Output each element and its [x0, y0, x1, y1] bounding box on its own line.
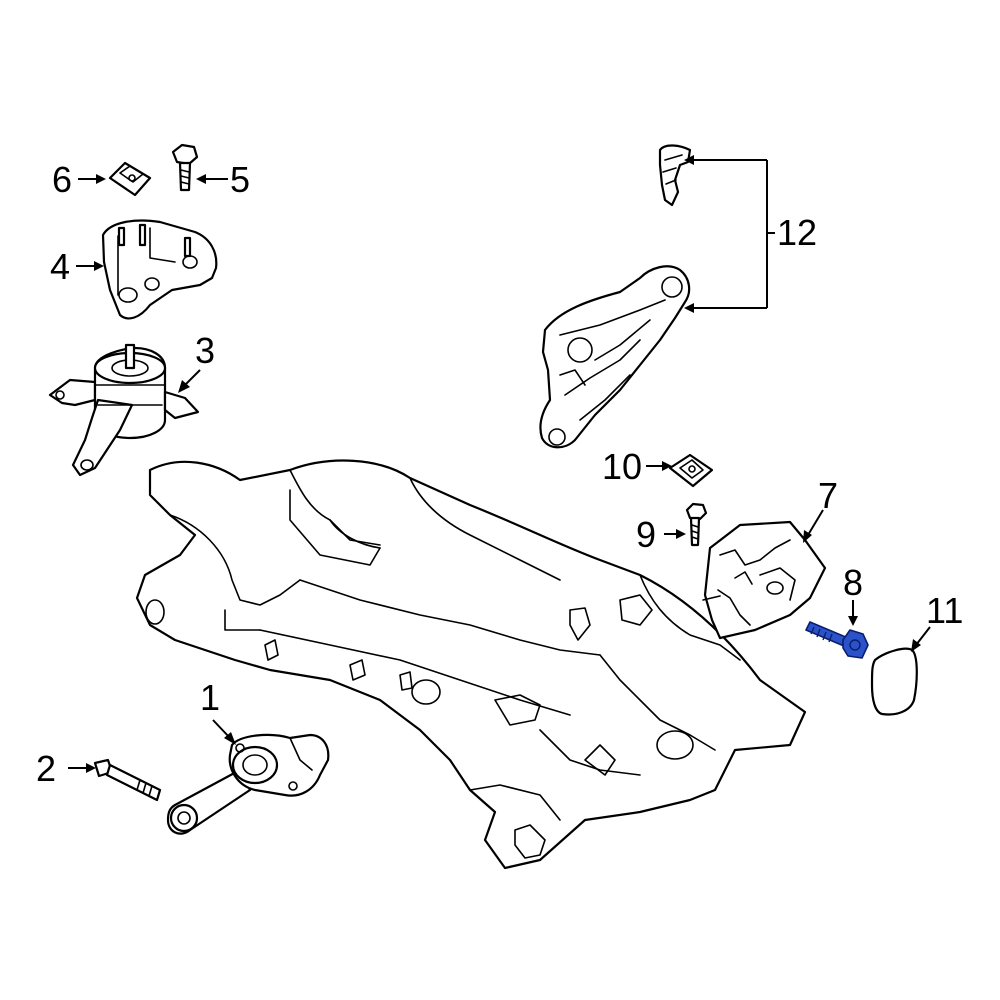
- subframe-crossmember: [135, 459, 807, 870]
- clip-nut-6: [108, 161, 152, 197]
- callout-9: 9: [636, 514, 656, 555]
- callout-4: 4: [50, 246, 70, 287]
- long-bolt: [93, 758, 162, 802]
- torque-rod-mount: [166, 733, 330, 835]
- callout-10: 10: [602, 446, 642, 487]
- clip-nut-10: [668, 453, 714, 488]
- small-bolt: [685, 502, 708, 547]
- cover-cap: [870, 647, 918, 716]
- callout-6: 6: [52, 159, 72, 200]
- callout-2: 2: [36, 748, 56, 789]
- engine-mount: [48, 343, 200, 477]
- flange-bolt-highlighted[interactable]: [805, 621, 869, 659]
- callout-5: 5: [230, 159, 250, 200]
- callout-numbers: 1 2 3 4 5 6 7 8 9 10 11 12: [36, 159, 963, 789]
- leader-lines: [68, 155, 931, 773]
- callout-8: 8: [843, 562, 863, 603]
- callout-7: 7: [818, 475, 838, 516]
- mount-bolt: [171, 143, 199, 192]
- callout-3: 3: [195, 330, 215, 371]
- mount-bracket: [101, 219, 218, 320]
- transmission-mount: [702, 520, 827, 640]
- upper-bracket-assembly: [539, 144, 692, 449]
- callout-1: 1: [200, 677, 220, 718]
- callout-12: 12: [777, 212, 817, 253]
- callout-11: 11: [926, 590, 963, 631]
